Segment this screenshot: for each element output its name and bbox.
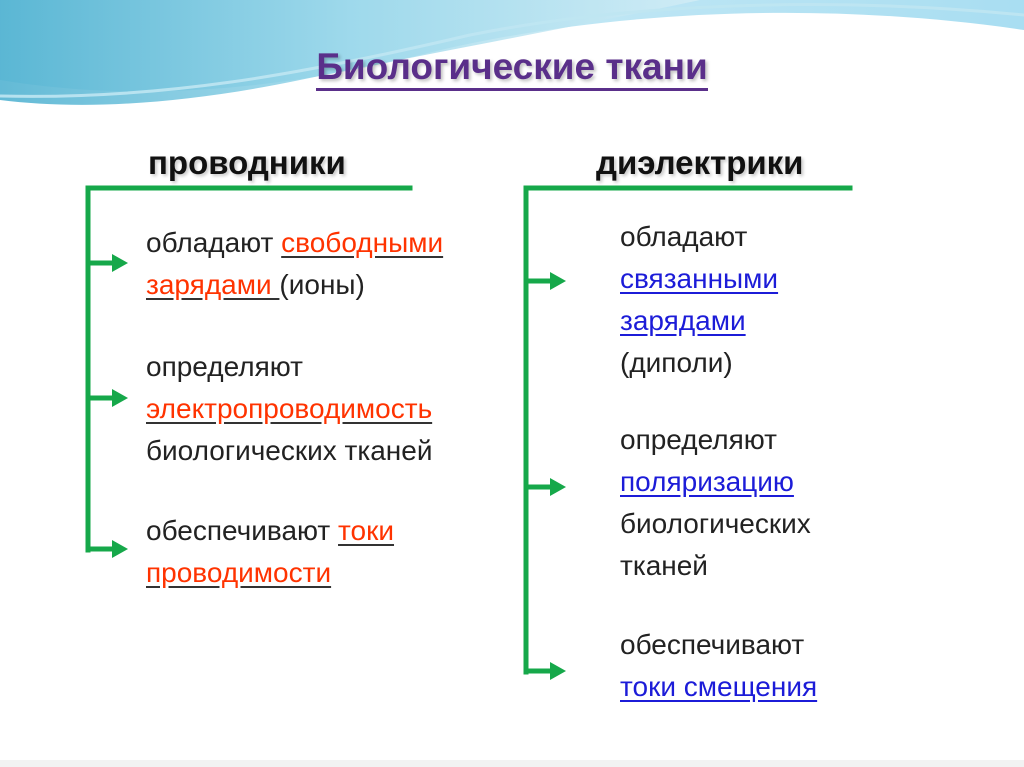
right-item-3-highlight: токи смещения <box>620 671 818 702</box>
right-item-2-line-1: определяют <box>620 424 777 455</box>
right-item-1: обладают связанными зарядами (диполи) <box>620 216 778 384</box>
right-item-1-highlight-2: зарядами <box>620 305 746 336</box>
heading-conductors: проводники <box>148 144 346 181</box>
left-item-1-suffix: (ионы) <box>279 269 365 300</box>
right-item-2-line-3: биологических <box>620 508 811 539</box>
left-item-1-prefix: обладают <box>146 227 282 258</box>
left-item-2: определяют электропроводимость биологиче… <box>146 346 432 472</box>
right-item-3-line-1: обеспечивают <box>620 629 805 660</box>
left-item-1-highlight-1: свободными <box>281 227 444 258</box>
left-item-3-highlight-2: проводимости <box>146 557 332 588</box>
right-item-3: обеспечивают токи смещения <box>620 624 817 708</box>
heading-dielectrics: диэлектрики <box>596 144 804 181</box>
left-item-2-line-1: определяют <box>146 351 303 382</box>
left-item-1-highlight-2: зарядами <box>146 269 280 300</box>
right-item-1-highlight-1: связанными <box>620 263 779 294</box>
right-item-2-line-4: тканей <box>620 550 708 581</box>
right-item-1-line-4: (диполи) <box>620 347 733 378</box>
slide-title: Биологические ткани <box>0 46 1024 91</box>
left-item-2-line-3: биологических тканей <box>146 435 433 466</box>
slide-title-text: Биологические ткани <box>316 46 708 91</box>
left-item-1: обладают свободными зарядами (ионы) <box>146 222 443 306</box>
left-item-3-prefix: обеспечивают <box>146 515 339 546</box>
right-item-2: определяют поляризацию биологических тка… <box>620 419 811 587</box>
left-item-3-highlight-1: токи <box>338 515 395 546</box>
right-item-2-highlight: поляризацию <box>620 466 794 497</box>
right-item-1-line-1: обладают <box>620 221 748 252</box>
left-item-3: обеспечивают токи проводимости <box>146 510 394 594</box>
left-item-2-highlight: электропроводимость <box>146 393 433 424</box>
